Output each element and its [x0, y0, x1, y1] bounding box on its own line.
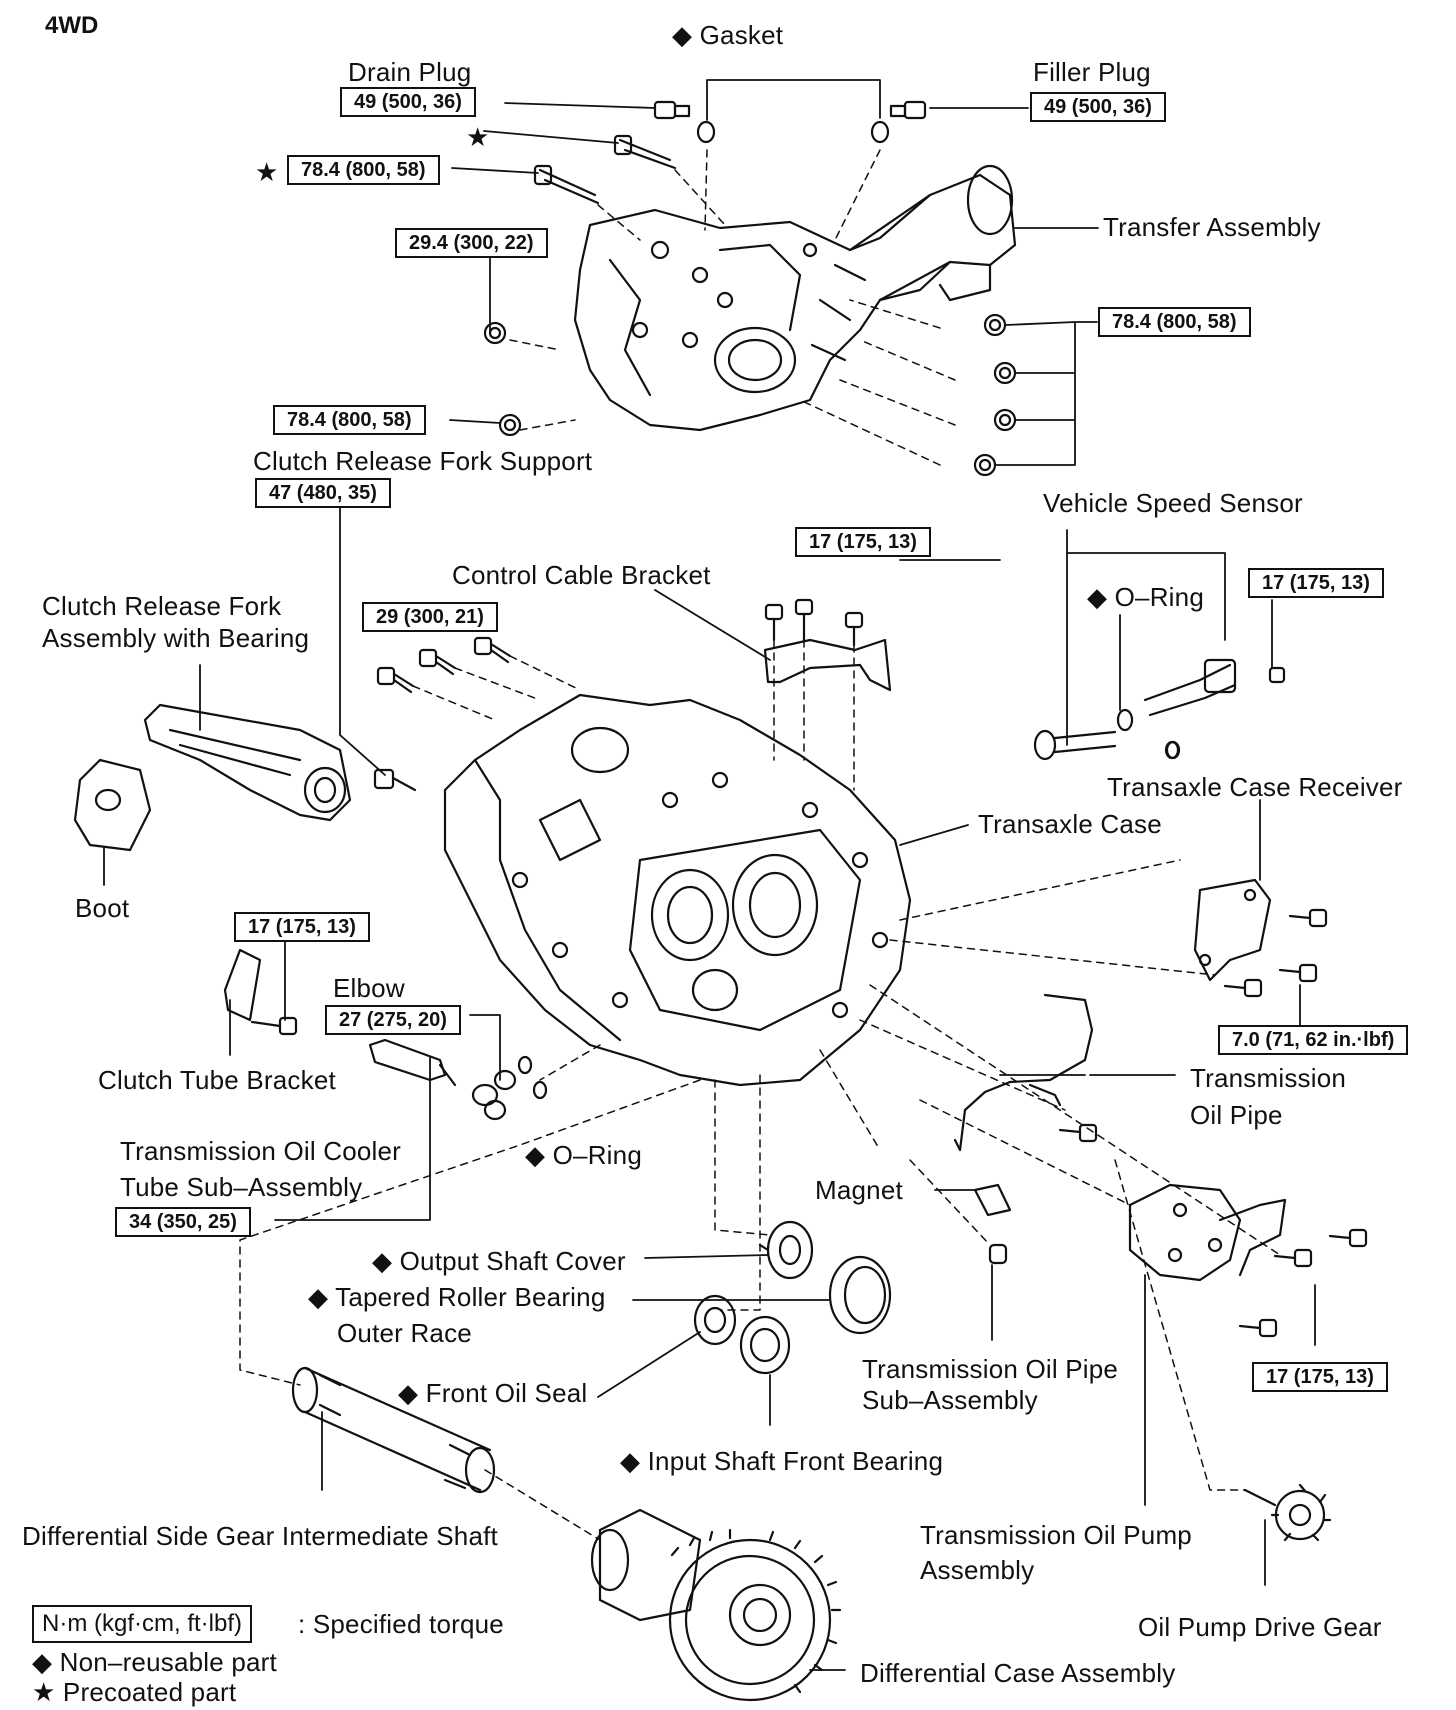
magnet-drawing	[973, 1183, 1012, 1217]
star-marker-lower: ★	[255, 157, 279, 187]
label-front-oil-seal: ◆ Front Oil Seal	[398, 1378, 588, 1408]
transaxle-case-drawing	[443, 693, 912, 1087]
label-input-shaft-front-bearing: ◆ Input Shaft Front Bearing	[620, 1446, 944, 1476]
top-fasteners-drawing	[483, 100, 1017, 477]
label-oil-pipe-sub-line1: Transmission Oil Pipe	[862, 1354, 1119, 1384]
label-transmission-oil-pipe-line2: Oil Pipe	[1190, 1100, 1283, 1130]
torque-box-elbow: 27 (275, 20)	[325, 1005, 461, 1035]
vehicle-speed-sensor-drawing	[1033, 658, 1286, 761]
page-title: 4WD	[45, 12, 99, 39]
label-filler-plug: Filler Plug	[1033, 57, 1151, 87]
boot-drawing	[73, 758, 152, 852]
label-transmission-oil-pipe-line1: Transmission	[1190, 1063, 1347, 1093]
legend-unit-text: : Specified torque	[298, 1609, 504, 1639]
label-tapered-bearing-line2: Outer Race	[337, 1318, 472, 1348]
oil-pump-drive-gear-drawing	[1243, 1483, 1332, 1542]
torque-box-clutch-tube-bracket: 17 (175, 13)	[234, 912, 370, 942]
label-oil-pump-drive-gear: Oil Pump Drive Gear	[1138, 1612, 1382, 1642]
label-o-ring-elbow: ◆ O–Ring	[525, 1140, 642, 1170]
torque-box-transfer-bolt: 29.4 (300, 22)	[395, 228, 548, 258]
elbow-drawing	[368, 1038, 548, 1121]
torque-box-precoated-bolt: 78.4 (800, 58)	[287, 155, 440, 185]
torque-box-drain-plug: 49 (500, 36)	[340, 87, 476, 117]
legend-non-reusable: ◆ Non–reusable part	[32, 1647, 277, 1677]
oil-pipe-drawing	[953, 993, 1098, 1152]
label-clutch-tube-bracket: Clutch Tube Bracket	[98, 1065, 336, 1095]
label-elbow: Elbow	[333, 973, 405, 1003]
bearings-seals-drawing	[693, 1220, 892, 1375]
label-transaxle-case-receiver: Transaxle Case Receiver	[1107, 772, 1403, 802]
case-receiver-drawing	[1193, 878, 1328, 998]
torque-box-speed-sensor: 17 (175, 13)	[1248, 568, 1384, 598]
differential-case-drawing	[590, 1508, 842, 1702]
label-drain-plug: Drain Plug	[348, 57, 472, 87]
label-intermediate-shaft: Differential Side Gear Intermediate Shaf…	[22, 1521, 498, 1551]
torque-box-case-receiver: 7.0 (71, 62 in.·lbf)	[1218, 1025, 1409, 1055]
clutch-tube-bracket-drawing	[223, 948, 298, 1036]
torque-box-fork-support: 47 (480, 35)	[255, 478, 391, 508]
label-transfer-assembly: Transfer Assembly	[1103, 212, 1321, 242]
label-clutch-release-fork-line1: Clutch Release Fork	[42, 591, 282, 621]
star-marker-upper: ★	[466, 122, 490, 152]
legend-unit-box: N·m (kgf·cm, ft·lbf)	[32, 1605, 252, 1643]
clutch-release-fork-drawing	[143, 703, 352, 822]
intermediate-shaft-drawing	[291, 1366, 496, 1494]
dashed-alignment-lines	[239, 149, 1281, 1541]
control-cable-bracket-drawing	[763, 598, 892, 692]
torque-box-transfer-nuts: 78.4 (800, 58)	[1098, 307, 1251, 337]
label-oil-cooler-line2: Tube Sub–Assembly	[120, 1172, 363, 1202]
torque-box-control-cable-bracket: 17 (175, 13)	[795, 527, 931, 557]
label-oil-pump-line1: Transmission Oil Pump	[920, 1520, 1192, 1550]
torque-box-case-bolts: 29 (300, 21)	[362, 602, 498, 632]
leader-lines	[103, 79, 1316, 1671]
label-differential-case: Differential Case Assembly	[860, 1658, 1176, 1688]
label-control-cable-bracket: Control Cable Bracket	[452, 560, 711, 590]
label-clutch-release-fork-line2: Assembly with Bearing	[42, 623, 310, 653]
label-magnet: Magnet	[815, 1175, 903, 1205]
label-o-ring-speed-sensor: ◆ O–Ring	[1087, 582, 1204, 612]
label-oil-pipe-sub-line2: Sub–Assembly	[862, 1385, 1038, 1415]
label-vehicle-speed-sensor: Vehicle Speed Sensor	[1043, 488, 1303, 518]
o-ring-drawing	[1164, 740, 1180, 760]
label-oil-cooler-line1: Transmission Oil Cooler	[120, 1136, 402, 1166]
label-boot: Boot	[75, 893, 130, 923]
transfer-assembly-drawing	[573, 164, 1017, 432]
label-clutch-release-fork-support: Clutch Release Fork Support	[253, 446, 593, 476]
torque-box-oil-cooler-tube: 34 (350, 25)	[115, 1207, 251, 1237]
label-oil-pump-line2: Assembly	[920, 1555, 1035, 1585]
oil-pump-drawing	[988, 1183, 1368, 1338]
torque-box-transfer-nut-lower: 78.4 (800, 58)	[273, 405, 426, 435]
label-output-shaft-cover: ◆ Output Shaft Cover	[372, 1246, 626, 1276]
label-tapered-bearing-line1: ◆ Tapered Roller Bearing	[308, 1282, 606, 1312]
label-gasket: ◆ Gasket	[672, 20, 784, 50]
torque-box-filler-plug: 49 (500, 36)	[1030, 92, 1166, 122]
torque-box-oil-pump: 17 (175, 13)	[1252, 1362, 1388, 1392]
legend-precoated: ★ Precoated part	[32, 1677, 237, 1707]
case-bolts-drawing	[373, 636, 512, 792]
label-transaxle-case: Transaxle Case	[978, 809, 1162, 839]
